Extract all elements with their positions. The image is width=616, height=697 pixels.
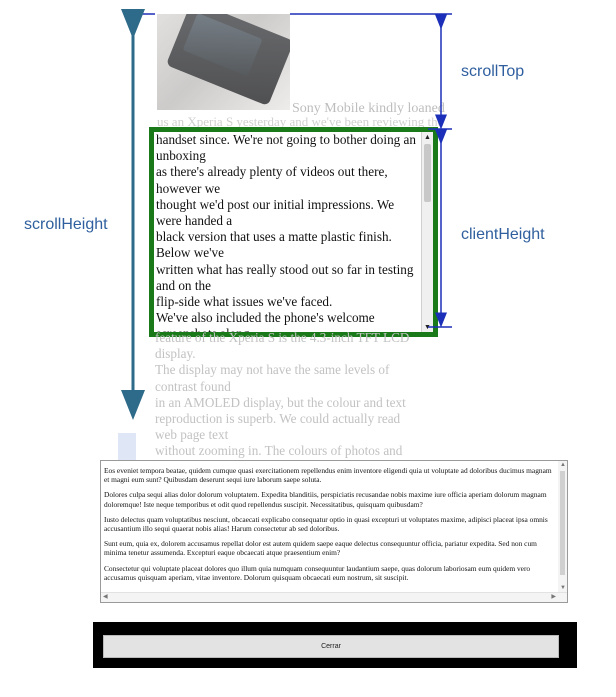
viewport-text-line: flip-side what issues we've faced. — [156, 294, 333, 310]
decorative-block — [118, 433, 136, 461]
overflow-text-line: in an AMOLED display, but the colour and… — [155, 394, 406, 410]
dialog-scroll-down-icon[interactable]: ▼ — [560, 585, 566, 591]
viewport-text-line: We've also included the phone's welcome … — [156, 310, 375, 337]
dialog-content-box[interactable]: Eos eveniet tempora beatae, quidem cumqu… — [100, 460, 568, 603]
overflow-text-line: feature of the Xperia S is the 4.3-inch … — [155, 330, 410, 362]
dialog-paragraph: Consectetur qui voluptate placeat dolore… — [104, 563, 531, 582]
scroll-diagram: Sony Mobile kindly loaned us an Xperia S… — [0, 0, 616, 420]
dialog-text: Eos eveniet tempora beatae, quidem cumqu… — [104, 466, 556, 588]
viewport-text-line: written what has really stood out so far… — [156, 261, 414, 293]
close-button[interactable]: Cerrar — [103, 635, 559, 658]
scroll-viewport[interactable]: handset since. We're not going to bother… — [149, 127, 438, 337]
dialog-paragraph: Iusto delectus quam voluptatibus nesciun… — [104, 514, 548, 534]
viewport-scrollbar[interactable]: ▲ ▼ — [421, 132, 433, 332]
dialog-horizontal-scrollbar[interactable]: ◀ ▶ — [101, 592, 567, 602]
dialog-scroll-thumb[interactable] — [560, 471, 565, 575]
scrollheight-label: scrollHeight — [24, 216, 108, 233]
dialog-vertical-scrollbar[interactable]: ▲ ▼ — [558, 461, 567, 592]
viewport-text-line: as there's already plenty of videos out … — [156, 164, 388, 196]
dialog-scroll-right-icon[interactable]: ▶ — [551, 594, 556, 600]
dialog-paragraph: Sunt eum, quia ex, dolorem accusamus rep… — [104, 539, 537, 558]
dialog-scroll-left-icon[interactable]: ◀ — [103, 594, 108, 600]
scrolltop-label: scrollTop — [461, 63, 525, 80]
overflow-text-line: reproduction is superb. We could actuall… — [155, 411, 401, 443]
dialog-paragraph: Eos eveniet tempora beatae, quidem cumqu… — [104, 466, 552, 485]
dialog-scroll-up-icon[interactable]: ▲ — [560, 462, 566, 468]
scroll-down-arrow-icon[interactable]: ▼ — [424, 323, 431, 331]
caption-start: Sony Mobile kindly loaned — [292, 101, 445, 116]
clientheight-label: clientHeight — [461, 226, 545, 243]
scrollbar-thumb[interactable] — [424, 144, 431, 202]
dialog-footer: Cerrar — [93, 622, 577, 668]
viewport-text: handset since. We're not going to bother… — [156, 132, 418, 337]
viewport-text-line: black version that uses a matte plastic … — [156, 229, 392, 261]
phone-photo — [157, 14, 290, 110]
viewport-text-line: thought we'd post our initial impression… — [156, 196, 395, 229]
measurement-lines — [121, 8, 452, 420]
scroll-up-arrow-icon[interactable]: ▲ — [424, 133, 431, 141]
overflow-text-line: The display may not have the same levels… — [155, 362, 390, 394]
viewport-text-line: handset since. We're not going to bother… — [156, 132, 417, 164]
caption-under: us an Xperia S yesterday and we've been … — [157, 114, 444, 129]
dialog-paragraph: Dolores culpa sequi alias dolor dolorum … — [104, 490, 547, 509]
